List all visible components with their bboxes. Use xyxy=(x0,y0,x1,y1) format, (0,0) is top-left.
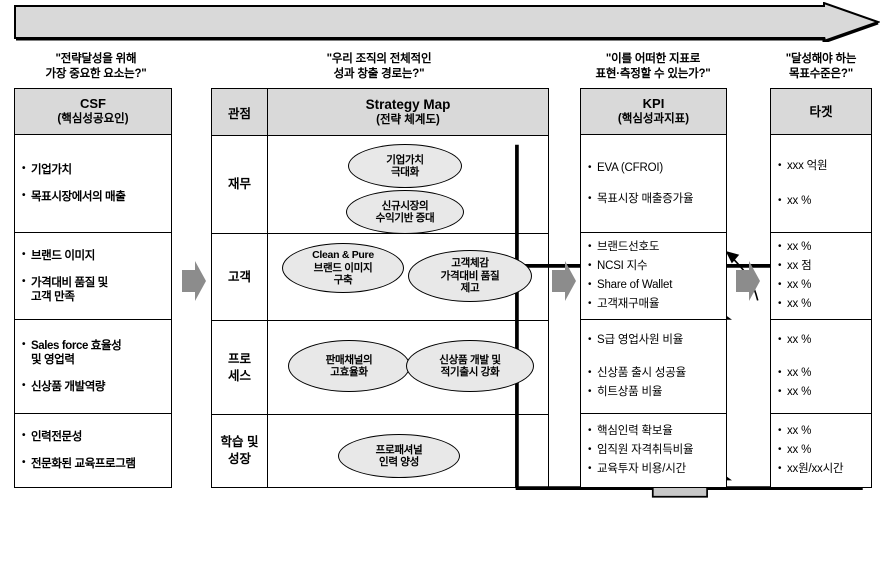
list-item: xx % xyxy=(778,365,864,381)
list-item: 목표시장에서의 매출 xyxy=(22,189,164,204)
strategy-map-row-financial: 재무 xyxy=(212,136,548,234)
csf-header-title: CSF xyxy=(79,96,106,111)
list-item: 임직원 자격취득비율 xyxy=(588,442,719,458)
list-item: 전문화된 교육프로그램 xyxy=(22,456,164,471)
kpi-row-learning: 핵심인력 확보율 임직원 자격취득비율 교육투자 비용/시간 xyxy=(581,414,726,487)
strategy-map-header-subtitle: (전략 체계도) xyxy=(376,113,440,126)
node-new-product[interactable]: 신상품 개발 및 적기출시 강화 xyxy=(406,340,534,392)
list-item: xx % xyxy=(778,296,864,312)
list-item: 신상품 개발역량 xyxy=(22,379,164,394)
list-item: 교육투자 비용/시간 xyxy=(588,461,719,477)
node-professional[interactable]: 프로패셔널 인력 양성 xyxy=(338,434,460,478)
list-item: xx % xyxy=(778,193,864,209)
target-row-process: xx % xx % xx % xyxy=(771,320,871,414)
perspective-header: 관점 xyxy=(212,89,268,135)
list-item: xxx 억원 xyxy=(778,158,864,174)
list-item: xx % xyxy=(778,442,864,458)
question-target: "달성해야 하는 목표수준은?" xyxy=(785,53,857,80)
csf-row-financial: 기업가치 목표시장에서의 매출 xyxy=(15,135,171,233)
list-item: xx % xyxy=(778,277,864,293)
strategy-map-header: 관점 Strategy Map (전략 체계도) xyxy=(212,89,548,136)
list-item: EVA (CFROI) xyxy=(588,160,719,176)
kpi-row-process: S급 영업사원 비율 신상품 출시 성공율 히트상품 비율 xyxy=(581,320,726,414)
kpi-table: KPI (핵심성과지표) EVA (CFROI) 목표시장 매출증가율 브랜드선… xyxy=(580,88,727,488)
target-header: 타겟 xyxy=(771,89,871,135)
list-item: 브랜드선호도 xyxy=(588,239,719,255)
list-item: xx % xyxy=(778,332,864,348)
kpi-header-subtitle: (핵심성과지표) xyxy=(617,113,690,125)
node-cust-quality[interactable]: 고객체감 가격대비 품질 제고 xyxy=(408,250,532,302)
perspective-label-learning: 학습 및 성장 xyxy=(212,415,268,487)
list-item: Sales force 효율성 및 영업력 xyxy=(22,338,164,367)
list-item: xx 점 xyxy=(778,258,864,274)
csf-table: CSF (핵심성공요인) 기업가치 목표시장에서의 매출 브랜드 이미지 가격대… xyxy=(14,88,172,488)
list-item: NCSI 지수 xyxy=(588,258,719,274)
list-item: 고객재구매율 xyxy=(588,296,719,312)
list-item: 목표시장 매출증가율 xyxy=(588,191,719,207)
strategy-map-header-title: Strategy Map xyxy=(365,96,451,112)
target-row-customer: xx % xx 점 xx % xx % xyxy=(771,233,871,320)
list-item: 브랜드 이미지 xyxy=(22,248,164,263)
list-item: 히트상품 비율 xyxy=(588,384,719,400)
perspective-label-customer: 고객 xyxy=(212,234,268,320)
kpi-row-customer: 브랜드선호도 NCSI 지수 Share of Wallet 고객재구매율 xyxy=(581,233,726,320)
perspective-label-process: 프로 세스 xyxy=(212,321,268,414)
perspective-label-financial: 재무 xyxy=(212,136,268,233)
strategy-map-row-customer: 고객 xyxy=(212,234,548,321)
flow-chevron-icon xyxy=(181,258,207,304)
question-csf: "전략달성을 위해 가장 중요한 요소는?" xyxy=(45,53,147,80)
csf-row-process: Sales force 효율성 및 영업력 신상품 개발역량 xyxy=(15,320,171,414)
flow-chevron-icon xyxy=(735,258,761,304)
list-item: 가격대비 품질 및 고객 만족 xyxy=(22,275,164,304)
target-table: 타겟 xxx 억원 xx % xx % xx 점 xx % xx % xx % … xyxy=(770,88,872,488)
list-item: Share of Wallet xyxy=(588,277,719,293)
kpi-header: KPI (핵심성과지표) xyxy=(581,89,726,135)
target-header-title: 타겟 xyxy=(809,104,833,119)
node-corp-value[interactable]: 기업가치 극대화 xyxy=(348,144,462,188)
list-item: xx % xyxy=(778,239,864,255)
list-item: S급 영업사원 비율 xyxy=(588,332,719,348)
node-channel[interactable]: 판매채널의 고효율화 xyxy=(288,340,410,392)
node-new-market[interactable]: 신규시장의 수익기반 증대 xyxy=(346,190,464,234)
process-flow-arrow xyxy=(12,2,880,42)
list-item: xx % xyxy=(778,384,864,400)
list-item: 신상품 출시 성공율 xyxy=(588,365,719,381)
csf-header-subtitle: (핵심성공요인) xyxy=(57,113,129,125)
flow-chevron-icon xyxy=(551,258,577,304)
csf-header: CSF (핵심성공요인) xyxy=(15,89,171,135)
kpi-row-financial: EVA (CFROI) 목표시장 매출증가율 xyxy=(581,135,726,233)
csf-row-customer: 브랜드 이미지 가격대비 품질 및 고객 만족 xyxy=(15,233,171,320)
question-kpi: "이를 어떠한 지표로 표현·측정할 수 있는가?" xyxy=(595,53,711,80)
list-item: 핵심인력 확보율 xyxy=(588,423,719,439)
target-row-financial: xxx 억원 xx % xyxy=(771,135,871,233)
list-item: xx원/xx시간 xyxy=(778,461,864,477)
question-smap: "우리 조직의 전체적인 성과 창출 경로는?" xyxy=(326,53,432,80)
csf-row-learning: 인력전문성 전문화된 교육프로그램 xyxy=(15,414,171,487)
list-item: 인력전문성 xyxy=(22,429,164,444)
strategy-map-row-learning: 학습 및 성장 xyxy=(212,415,548,487)
strategy-map-row-process: 프로 세스 xyxy=(212,321,548,415)
list-item: xx % xyxy=(778,423,864,439)
list-item: 기업가치 xyxy=(22,162,164,177)
kpi-header-title: KPI xyxy=(642,96,665,111)
node-clean-pure[interactable]: Clean & Pure 브랜드 이미지 구축 xyxy=(282,243,404,293)
target-row-learning: xx % xx % xx원/xx시간 xyxy=(771,414,871,487)
